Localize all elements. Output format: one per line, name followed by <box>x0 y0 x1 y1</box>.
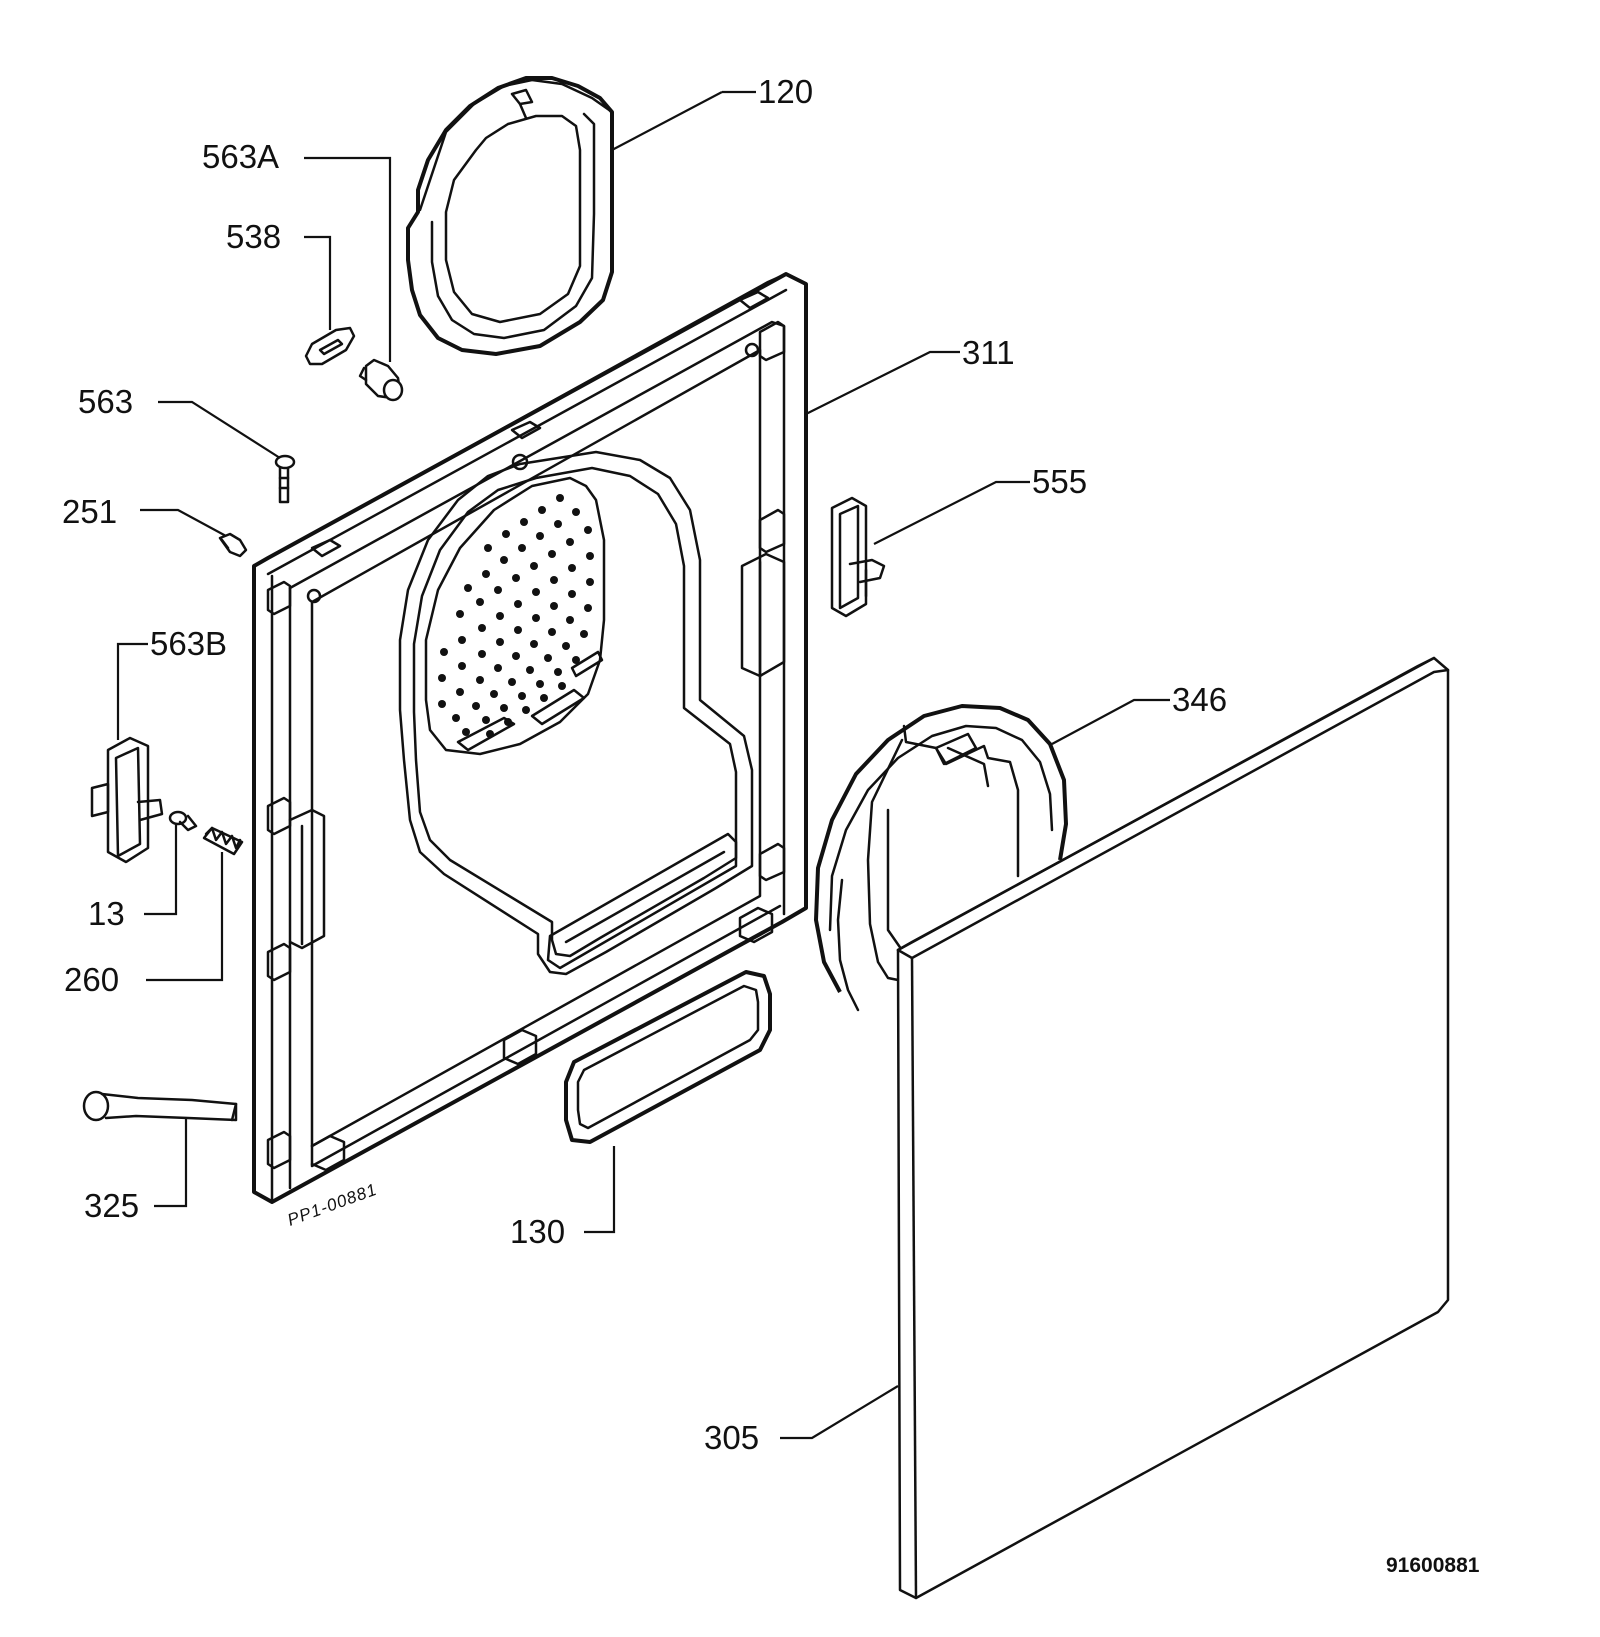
grille-holes <box>438 494 594 738</box>
label-130: 130 <box>510 1213 565 1250</box>
part-563b-hinge-bracket <box>90 736 164 864</box>
part-555-hinge-bracket <box>830 496 886 618</box>
label-120: 120 <box>758 73 813 110</box>
part-311-front-frame: PP1-00881 <box>252 272 808 1230</box>
label-563: 563 <box>78 383 133 420</box>
label-346: 346 <box>1172 681 1227 718</box>
part-563a-knob <box>358 358 404 402</box>
label-311: 311 <box>962 334 1015 371</box>
label-563b: 563B <box>150 625 227 662</box>
part-325-cable <box>82 1090 238 1122</box>
part-305-door-panel <box>896 656 1450 1600</box>
part-260-spring <box>202 826 244 856</box>
label-260: 260 <box>64 961 119 998</box>
part-251-pin <box>218 532 248 558</box>
label-538: 538 <box>226 218 281 255</box>
part-13-pin <box>168 810 198 832</box>
part-538-washer <box>304 326 356 366</box>
label-563a: 563A <box>202 138 279 175</box>
label-13: 13 <box>88 895 125 932</box>
part-130-gasket <box>564 970 772 1144</box>
part-563-screw <box>274 454 296 504</box>
label-325: 325 <box>84 1187 139 1224</box>
part-120-filter-frame <box>406 76 614 356</box>
label-251: 251 <box>62 493 117 530</box>
label-555: 555 <box>1032 463 1087 500</box>
catalog-code: 91600881 <box>1386 1554 1480 1577</box>
label-305: 305 <box>704 1419 759 1456</box>
